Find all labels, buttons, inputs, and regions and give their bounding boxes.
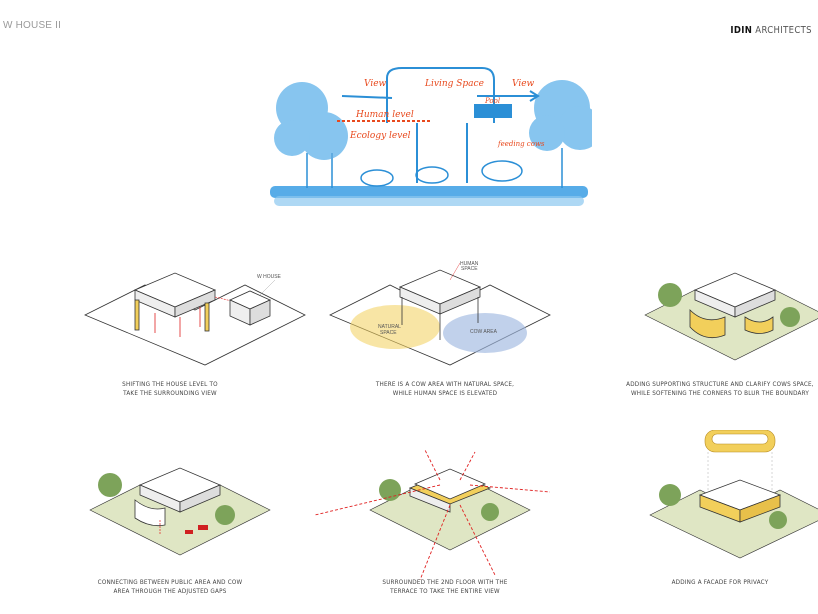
sketch-label-ecology-level: Ecology level [349, 131, 411, 141]
concept-sketch: View Living Space View Human level Ecolo… [270, 67, 592, 206]
caption-line: TAKE THE SURROUNDING VIEW [123, 390, 217, 397]
sketch-label-living-space: Living Space [424, 79, 484, 89]
label-cow-area: COW AREA [470, 329, 498, 335]
caption-2: THERE IS A COW AREA WITH NATURAL SPACE, W… [315, 380, 575, 398]
sketch-label-view-right: View [512, 79, 535, 89]
caption-line: THERE IS A COW AREA WITH NATURAL SPACE, [375, 381, 515, 388]
brand-logo: IDIN ARCHITECTS [730, 25, 812, 36]
sketch-ground [270, 186, 588, 206]
caption-1: SHIFTING THE HOUSE LEVEL TO TAKE THE SURR… [40, 380, 300, 398]
tree-icon [658, 283, 682, 307]
diagram-shifting-house-level: W HOUSE [84, 272, 306, 366]
caption-line: AREA THROUGH THE ADJUSTED GAPS [113, 588, 227, 595]
caption-6: ADDING A FACADE FOR PRIVACY [590, 578, 818, 587]
natural-space-area [350, 305, 440, 349]
cow-area [443, 313, 527, 353]
brand-bold: IDIN [730, 25, 753, 36]
caption-line: TERRACE TO TAKE THE ENTIRE VIEW [390, 588, 500, 595]
tree-right-icon [529, 80, 592, 188]
caption-line: WHILE HUMAN SPACE IS ELEVATED [392, 390, 498, 397]
house-box [698, 479, 782, 523]
pool-icon [474, 104, 512, 118]
tree-left-icon [274, 82, 348, 188]
house-box [134, 467, 222, 527]
tree-icon [780, 307, 800, 327]
sketch-label-human-level: Human level [355, 110, 414, 120]
caption-5: SURROUNDED THE 2ND FLOOR WITH THE TERRACE… [315, 578, 575, 596]
house-box [408, 468, 492, 513]
cows-icon [360, 160, 523, 187]
diagram-terrace-view [314, 450, 551, 580]
house-box [689, 272, 777, 339]
house-box [133, 272, 217, 332]
up-arrows-icon [154, 307, 201, 337]
w-house-box [229, 290, 271, 326]
house-box [398, 269, 482, 340]
sketch-label-pool: Pool [484, 97, 500, 105]
caption-line: SURROUNDED THE 2ND FLOOR WITH THE [382, 579, 508, 586]
cows-icon [185, 525, 208, 534]
diagram-facade-privacy [649, 430, 818, 559]
tree-icon [769, 511, 787, 529]
project-title: W HOUSE II [3, 20, 62, 31]
view-arrows-icon [314, 450, 551, 580]
caption-4: CONNECTING BETWEEN PUBLIC AREA AND COW AR… [40, 578, 300, 596]
tree-icon [98, 473, 122, 497]
facade-screen [704, 430, 776, 453]
label-w-house: W HOUSE [257, 274, 282, 280]
caption-line: ADDING A FACADE FOR PRIVACY [671, 579, 769, 586]
caption-3: ADDING SUPPORTING STRUCTURE AND CLARIFY … [590, 380, 818, 398]
tree-icon [379, 479, 401, 501]
diagram-connecting-areas [89, 467, 271, 556]
caption-line: CONNECTING BETWEEN PUBLIC AREA AND COW [97, 579, 243, 586]
sketch-label-view-left: View [364, 79, 387, 89]
sketch-label-feeding-cows: feeding cows [497, 140, 545, 148]
caption-line: ADDING SUPPORTING STRUCTURE AND CLARIFY … [626, 381, 814, 388]
brand-rest: ARCHITECTS [755, 25, 812, 36]
tree-icon [481, 503, 499, 521]
diagram-supporting-structure [644, 272, 818, 361]
tree-icon [215, 505, 235, 525]
caption-line: WHILE SOFTENING THE CORNERS TO BLUR THE … [631, 390, 809, 397]
caption-line: SHIFTING THE HOUSE LEVEL TO [122, 381, 218, 388]
tree-icon [659, 484, 681, 506]
